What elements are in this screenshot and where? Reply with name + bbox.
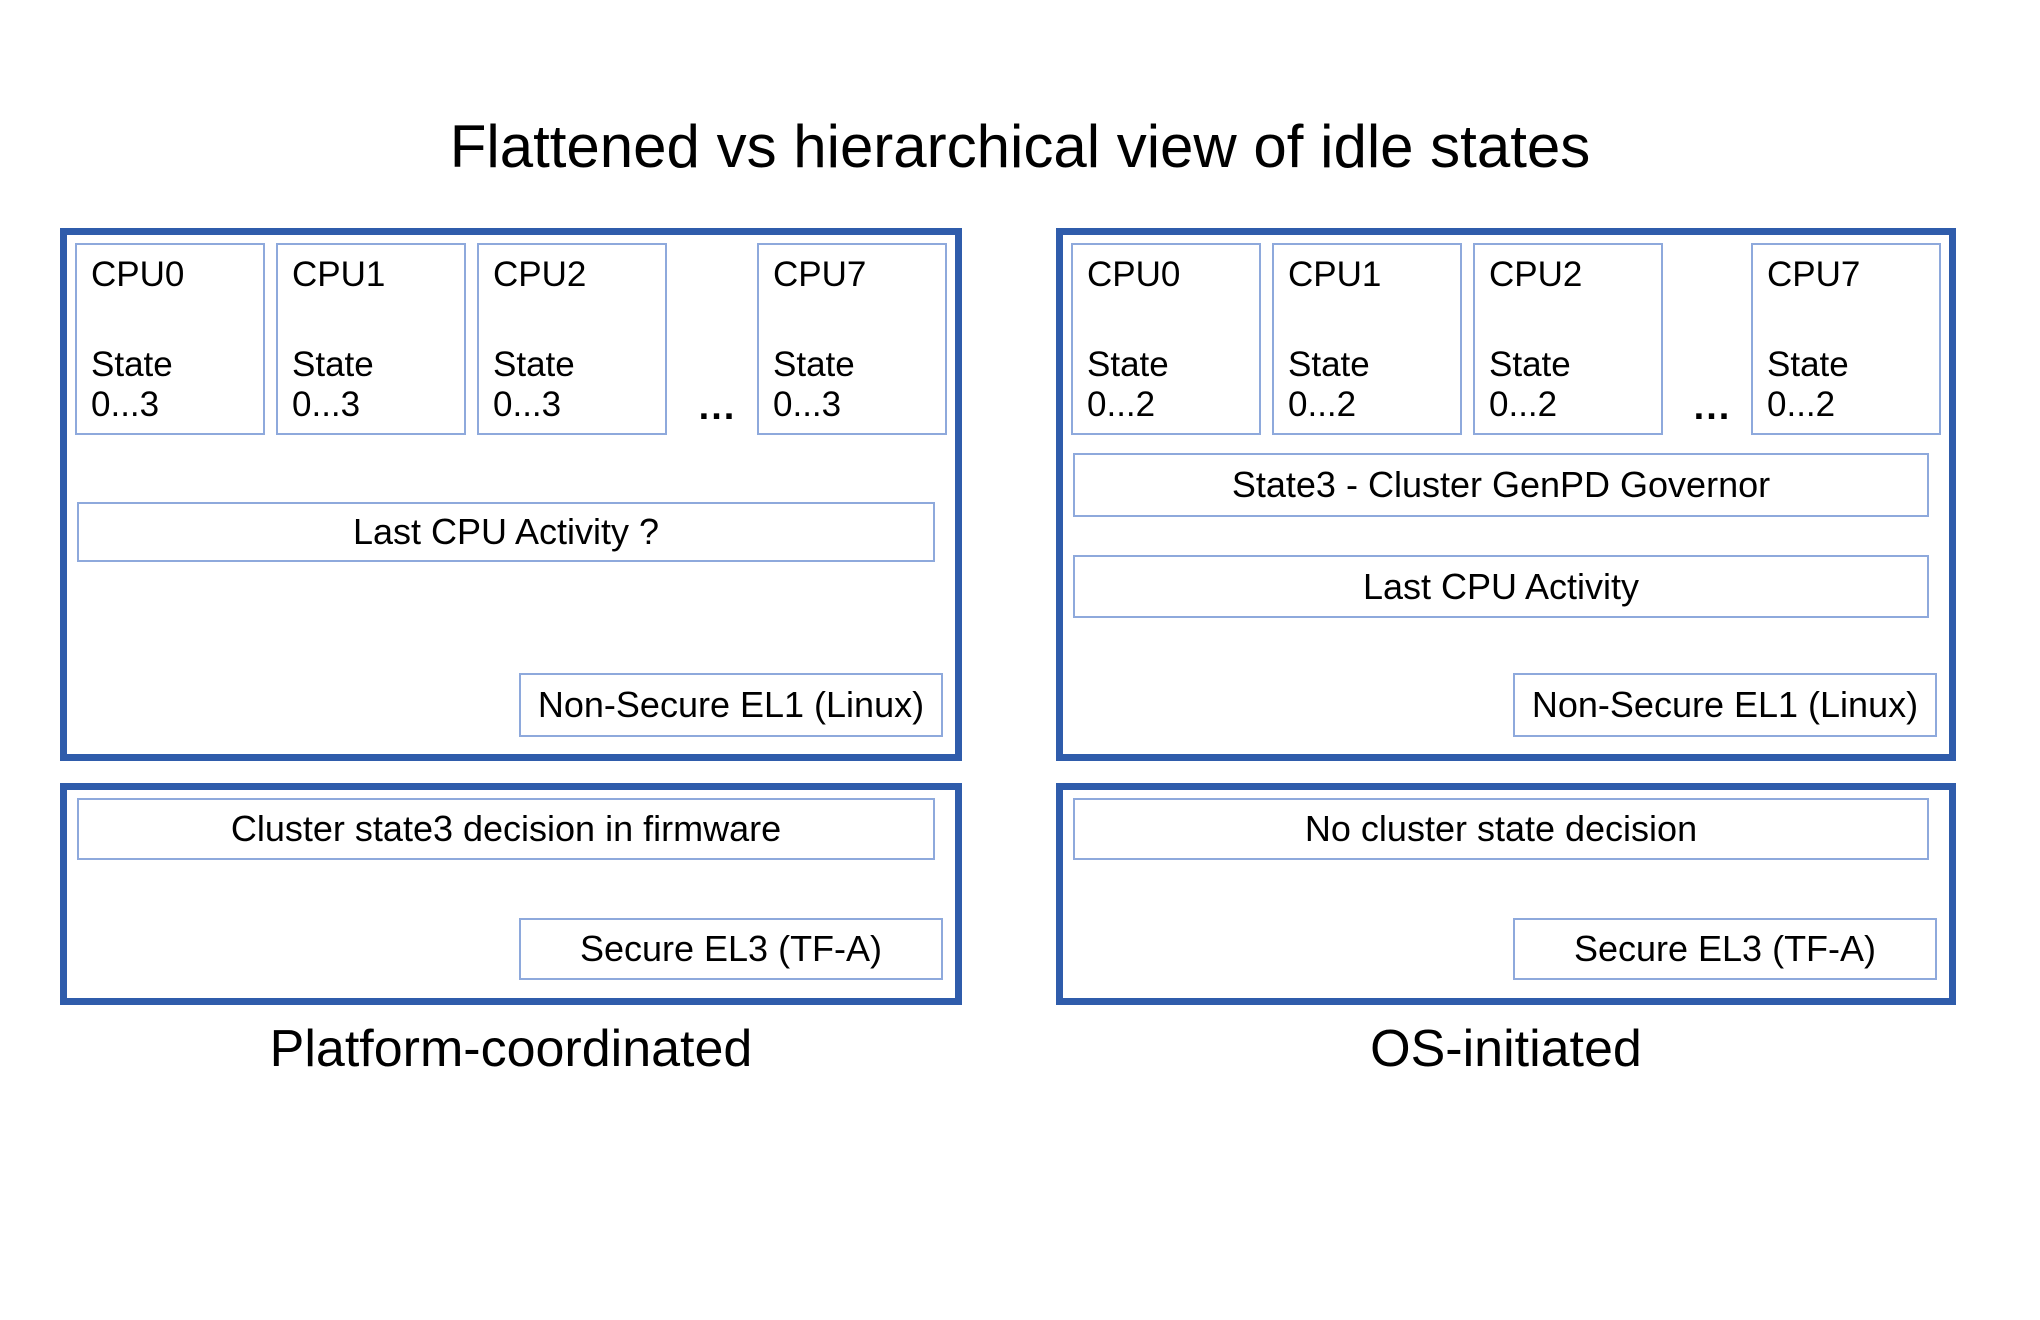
cpu-state: State 0...3 xyxy=(773,344,855,424)
hierarchical-cpu7-box: CPU7 State 0...2 xyxy=(1751,243,1941,435)
cpu-name: CPU7 xyxy=(1767,255,1861,294)
flattened-cpu1-box: CPU1 State 0...3 xyxy=(276,243,466,435)
cpu-ellipsis: ... xyxy=(698,386,737,428)
cpu-name: CPU2 xyxy=(493,255,587,294)
non-secure-el1-box: Non-Secure EL1 (Linux) xyxy=(519,673,943,737)
cluster-genpd-governor-box: State3 - Cluster GenPD Governor xyxy=(1073,453,1929,517)
flattened-cpu-row: CPU0 State 0...3 CPU1 State 0...3 CPU2 S… xyxy=(75,243,947,435)
flattened-nonsecure-panel: CPU0 State 0...3 CPU1 State 0...3 CPU2 S… xyxy=(60,228,962,761)
hierarchical-cpu1-box: CPU1 State 0...2 xyxy=(1272,243,1462,435)
last-cpu-activity-box: Last CPU Activity xyxy=(1073,555,1929,618)
hierarchical-caption: OS-initiated xyxy=(1370,1020,1642,1078)
cpu-ellipsis: ... xyxy=(1693,386,1732,428)
cluster-decision-box: Cluster state3 decision in firmware xyxy=(77,798,935,860)
cpu-name: CPU7 xyxy=(773,255,867,294)
flattened-cpu0-box: CPU0 State 0...3 xyxy=(75,243,265,435)
flattened-caption: Platform-coordinated xyxy=(269,1020,753,1078)
cpu-state: State 0...3 xyxy=(91,344,173,424)
cpu-state: State 0...2 xyxy=(1489,344,1571,424)
cpu-name: CPU0 xyxy=(1087,255,1181,294)
cpu-name: CPU2 xyxy=(1489,255,1583,294)
cpu-state: State 0...2 xyxy=(1767,344,1849,424)
no-cluster-decision-box: No cluster state decision xyxy=(1073,798,1929,860)
secure-el3-box: Secure EL3 (TF-A) xyxy=(519,918,943,980)
non-secure-el1-box: Non-Secure EL1 (Linux) xyxy=(1513,673,1937,737)
hierarchical-secure-panel: No cluster state decision Secure EL3 (TF… xyxy=(1056,783,1956,1005)
slide-title: Flattened vs hierarchical view of idle s… xyxy=(449,113,1591,180)
cpu-name: CPU0 xyxy=(91,255,185,294)
cpu-state: State 0...3 xyxy=(493,344,575,424)
cpu-name: CPU1 xyxy=(292,255,386,294)
last-cpu-activity-box: Last CPU Activity ? xyxy=(77,502,935,562)
flattened-secure-panel: Cluster state3 decision in firmware Secu… xyxy=(60,783,962,1005)
cpu-name: CPU1 xyxy=(1288,255,1382,294)
hierarchical-nonsecure-panel: CPU0 State 0...2 CPU1 State 0...2 CPU2 S… xyxy=(1056,228,1956,761)
cpu-state: State 0...2 xyxy=(1087,344,1169,424)
hierarchical-cpu0-box: CPU0 State 0...2 xyxy=(1071,243,1261,435)
flattened-cpu7-box: CPU7 State 0...3 xyxy=(757,243,947,435)
hierarchical-cpu-row: CPU0 State 0...2 CPU1 State 0...2 CPU2 S… xyxy=(1071,243,1941,435)
secure-el3-box: Secure EL3 (TF-A) xyxy=(1513,918,1937,980)
hierarchical-cpu2-box: CPU2 State 0...2 xyxy=(1473,243,1663,435)
flattened-cpu2-box: CPU2 State 0...3 xyxy=(477,243,667,435)
cpu-state: State 0...2 xyxy=(1288,344,1370,424)
cpu-state: State 0...3 xyxy=(292,344,374,424)
